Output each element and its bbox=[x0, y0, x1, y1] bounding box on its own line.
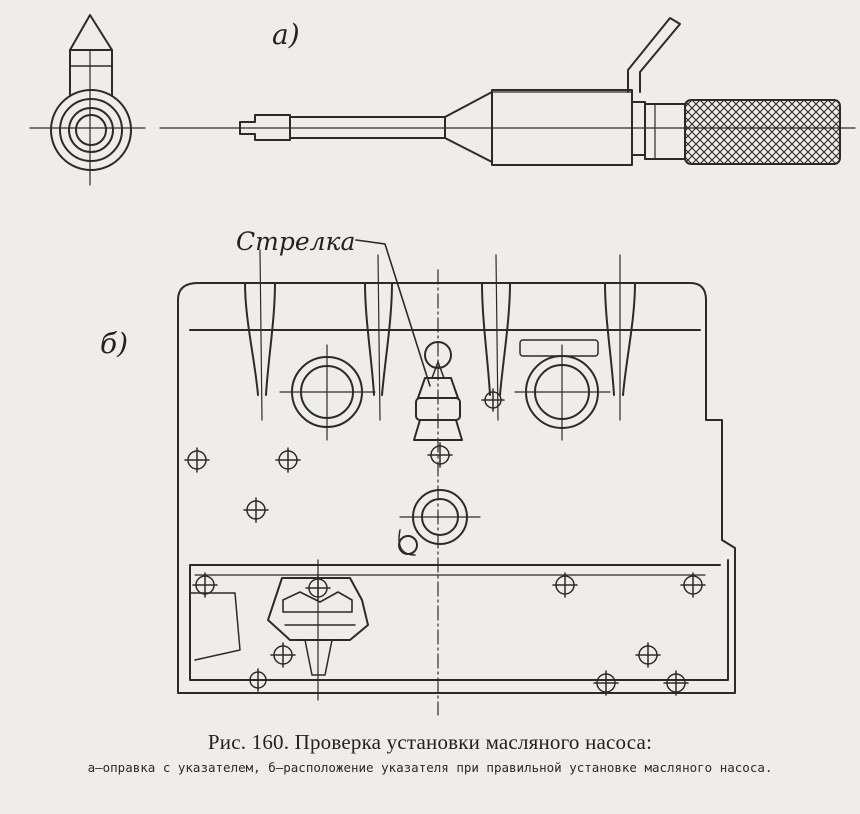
part-b-label: б) bbox=[100, 327, 128, 360]
bolt-holes bbox=[184, 388, 706, 696]
mandrel-end-view bbox=[29, 14, 146, 186]
arrow-leader-line bbox=[355, 239, 431, 387]
mandrel-side-view bbox=[159, 17, 856, 166]
part-a-label: а) bbox=[272, 18, 300, 51]
caption-title: Рис. 160. Проверка установки масляного н… bbox=[207, 730, 653, 754]
pump-installation-diagram: а) б) Стрелка bbox=[29, 14, 856, 716]
pump-housing bbox=[177, 249, 736, 716]
arrow-label: Стрелка bbox=[236, 227, 355, 256]
figure-caption: Рис. 160. Проверка установки масляного н… bbox=[0, 730, 860, 776]
caption-text: а—оправка с указателем, б—расположение у… bbox=[87, 760, 773, 775]
pointer-mount bbox=[413, 341, 463, 441]
